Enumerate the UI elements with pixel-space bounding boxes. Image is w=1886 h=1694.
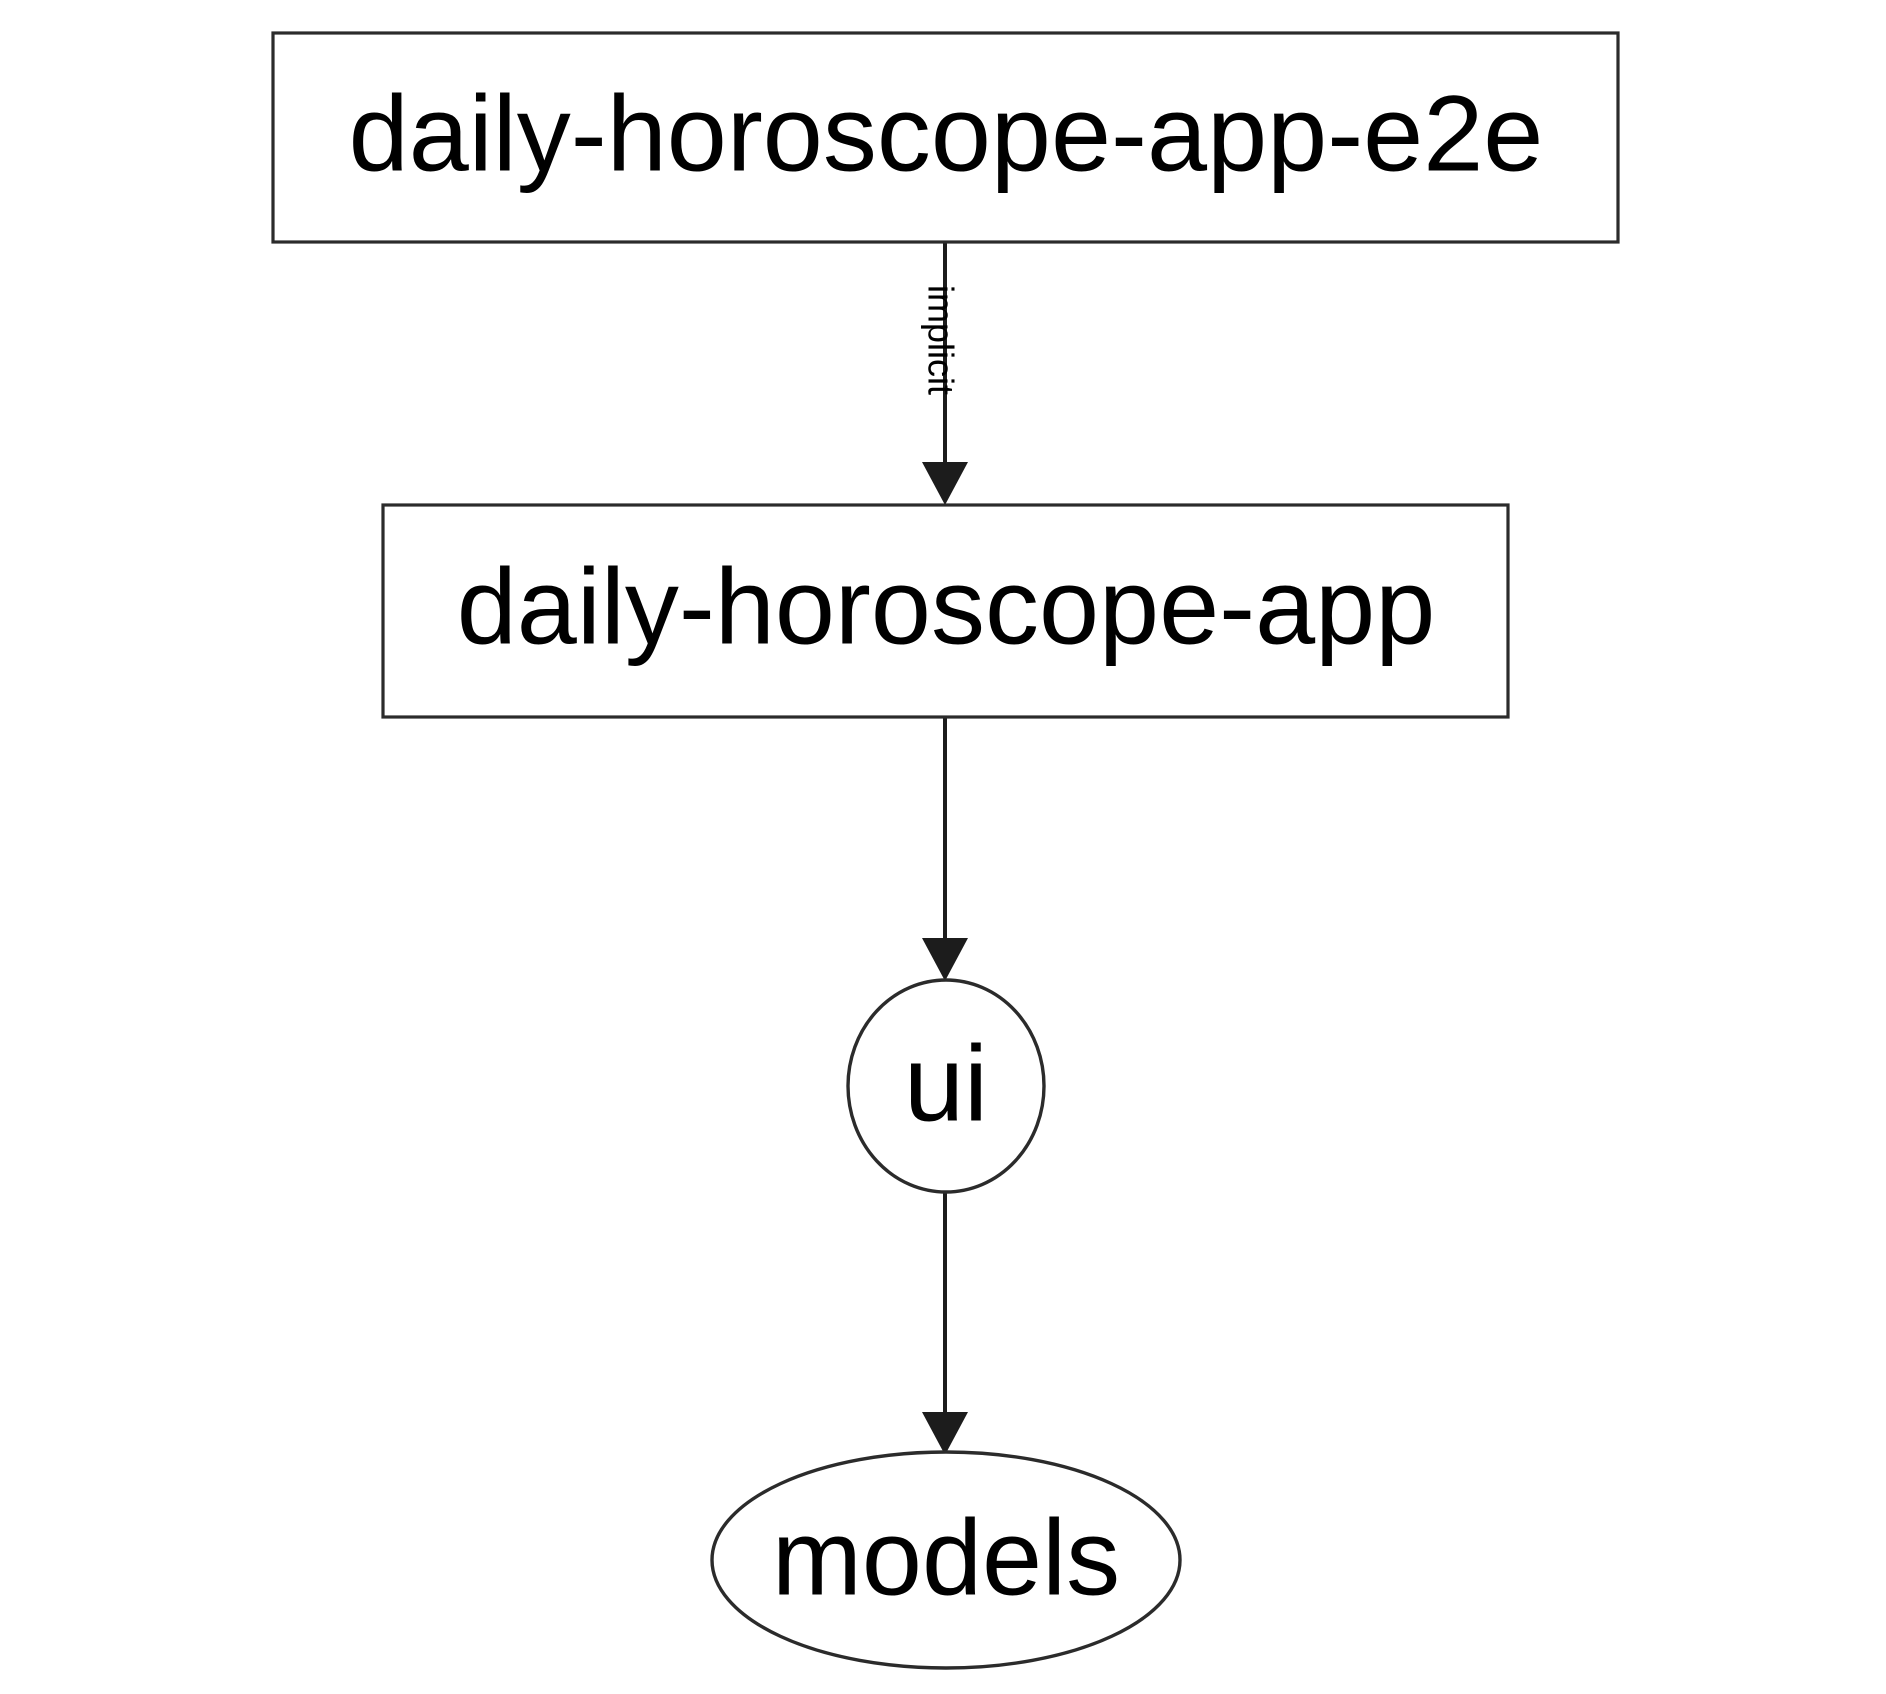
- node-models-label: models: [772, 1497, 1120, 1618]
- edge-ui-to-models[interactable]: [922, 1192, 968, 1455]
- node-ui-ellipse: [846, 978, 1046, 1194]
- edge-app-to-ui[interactable]: [922, 718, 968, 981]
- edge-app-to-ui-arrowhead: [922, 938, 968, 981]
- node-daily-horoscope-app-rect: [381, 503, 1510, 719]
- edge-e2e-to-app[interactable]: implicit: [920, 243, 968, 505]
- node-ui[interactable]: ui: [846, 978, 1046, 1194]
- node-daily-horoscope-app-e2e[interactable]: daily-horoscope-app-e2e: [271, 31, 1620, 244]
- node-daily-horoscope-app-e2e-rect: [271, 31, 1620, 244]
- node-ui-label: ui: [904, 1023, 988, 1144]
- node-models[interactable]: models: [710, 1450, 1182, 1670]
- node-daily-horoscope-app-label: daily-horoscope-app: [457, 546, 1436, 667]
- edge-ui-to-models-arrowhead: [922, 1412, 968, 1455]
- node-models-ellipse: [710, 1450, 1182, 1670]
- node-daily-horoscope-app[interactable]: daily-horoscope-app: [381, 503, 1510, 719]
- node-daily-horoscope-app-e2e-label: daily-horoscope-app-e2e: [349, 73, 1544, 194]
- edge-e2e-to-app-arrowhead: [922, 462, 968, 505]
- edge-label-implicit: implicit: [920, 285, 961, 395]
